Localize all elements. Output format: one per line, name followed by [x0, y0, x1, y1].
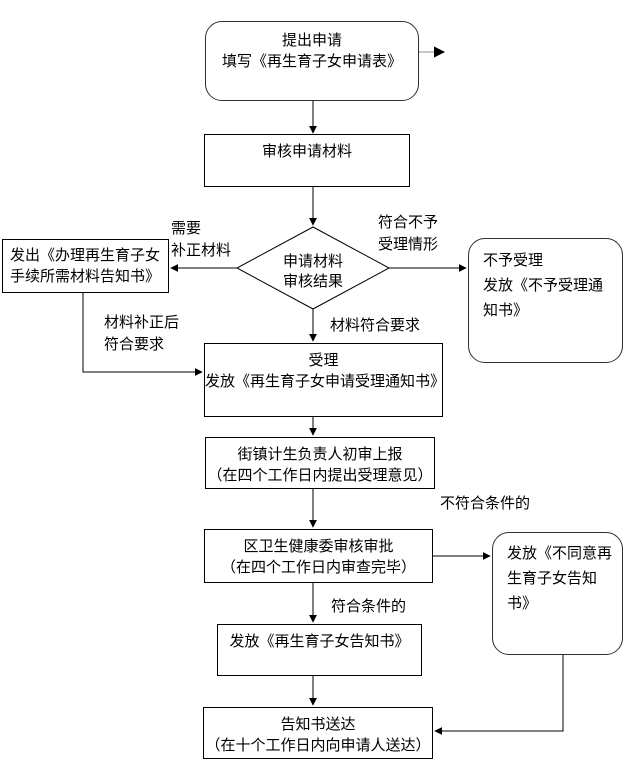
- label-matches-reject: 符合不予 受理情形: [378, 214, 439, 253]
- node-not-accept-line2: 发放《不予受理通知书》: [483, 277, 604, 319]
- arrow-supplement-notice-to-accept: [82, 293, 203, 376]
- node-street-review: 街镇计生负责人初审上报 （在四个工作日内提出受理意见）: [205, 437, 435, 489]
- node-start-line1: 提出申请: [281, 32, 342, 49]
- node-review: 审核申请材料: [204, 134, 410, 187]
- node-deliver-line2: （在十个工作日内向申请人送达）: [205, 737, 431, 754]
- label-not-qualified: 不符合条件的: [440, 495, 531, 512]
- node-accept: 受理 发放《再生育子女申请受理通知书》: [204, 343, 443, 417]
- node-deliver: 告知书送达 （在十个工作日内向申请人送达）: [203, 707, 433, 759]
- node-accept-line1: 受理: [308, 352, 339, 369]
- node-supplement-notice: 发出《办理再生育子女手续所需材料告知书》: [2, 239, 169, 293]
- label-material-ok: 材料符合要求: [330, 317, 421, 334]
- node-street-review-line1: 街镇计生负责人初审上报: [237, 446, 403, 463]
- node-district-review-line1: 区卫生健康委审核审批: [243, 538, 394, 555]
- arrow-disagree-notice-to-deliver: [434, 655, 564, 735]
- node-not-accept-line1: 不予受理: [483, 252, 544, 269]
- node-issue-notice-label: 发放《再生育子女告知书》: [229, 633, 410, 650]
- node-not-accept: 不予受理 发放《不予受理通知书》: [468, 238, 623, 363]
- node-district-review: 区卫生健康委审核审批 （在四个工作日内审查完毕）: [204, 529, 433, 583]
- node-start-line2: 填写《再生育子女申请表》: [221, 53, 402, 70]
- node-decision-label: 申请材料 审核结果: [237, 252, 389, 292]
- node-disagree-notice: 发放《不同意再生育子女告知书》: [492, 532, 623, 655]
- node-deliver-line1: 告知书送达: [280, 716, 356, 733]
- label-supplemented-ok: 材料补正后 符合要求: [104, 314, 180, 353]
- node-start: 提出申请 填写《再生育子女申请表》: [205, 21, 419, 101]
- node-issue-notice: 发放《再生育子女告知书》: [217, 624, 422, 676]
- node-decision-line1: 申请材料: [282, 253, 343, 270]
- node-supplement-notice-label: 发出《办理再生育子女手续所需材料告知书》: [10, 247, 161, 285]
- node-district-review-line2: （在四个工作日内审查完毕）: [220, 559, 416, 576]
- node-accept-line2: 发放《再生育子女申请受理通知书》: [205, 373, 443, 390]
- label-need-supplement: 需要 补正材料: [171, 220, 232, 259]
- label-qualified: 符合条件的: [331, 598, 407, 615]
- node-decision-line2: 审核结果: [282, 273, 343, 290]
- node-disagree-notice-label: 发放《不同意再生育子女告知书》: [507, 545, 613, 612]
- node-street-review-line2: （在四个工作日内提出受理意见）: [207, 467, 433, 484]
- node-review-label: 审核申请材料: [261, 143, 352, 160]
